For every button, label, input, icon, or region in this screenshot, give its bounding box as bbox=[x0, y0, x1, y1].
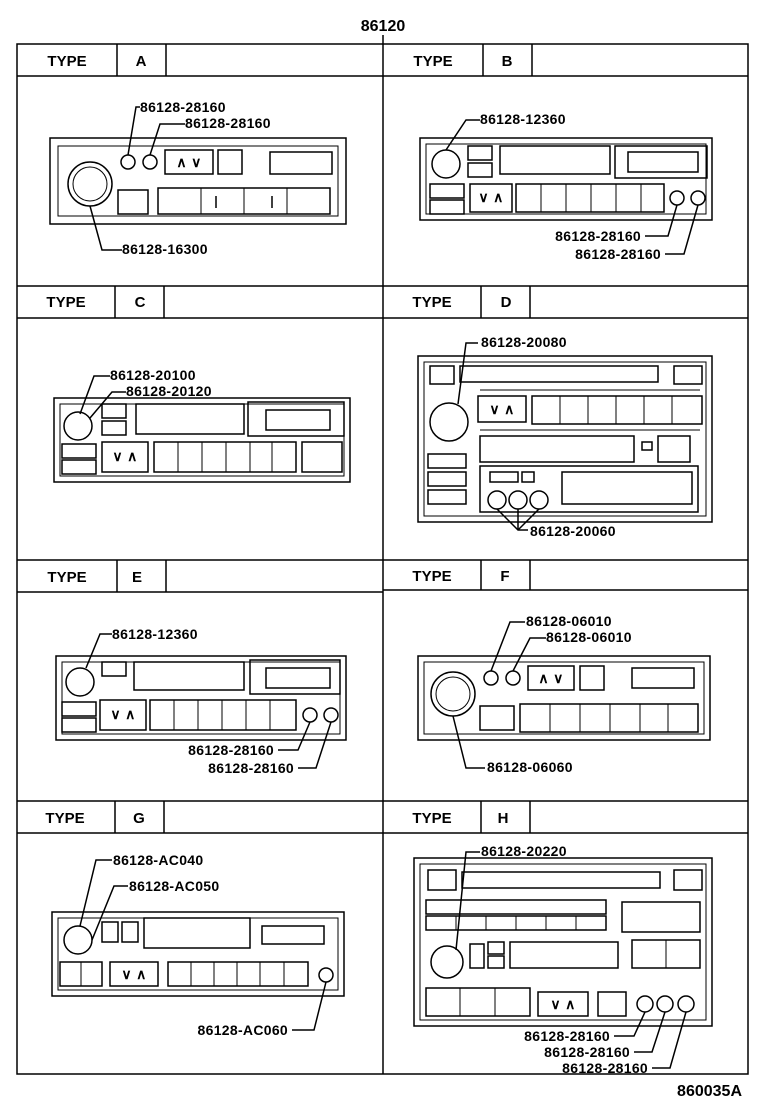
leaders-d bbox=[457, 342, 540, 531]
leaders-f bbox=[452, 621, 546, 769]
part-label: 86128-28160 bbox=[575, 246, 661, 262]
type-label: TYPE bbox=[412, 294, 451, 311]
svg-text:∧ ∨: ∧ ∨ bbox=[538, 670, 563, 686]
radio-unit-e: ∨ ∧ bbox=[55, 655, 347, 741]
type-letter: G bbox=[133, 810, 145, 827]
type-label: TYPE bbox=[45, 810, 84, 827]
type-letter: E bbox=[132, 569, 142, 586]
main-part-number: 86120 bbox=[361, 18, 406, 35]
type-letter: A bbox=[136, 53, 147, 70]
radio-unit-g: ∨ ∧ bbox=[51, 911, 345, 997]
leaders-b bbox=[445, 119, 699, 255]
leaders-h bbox=[455, 851, 687, 1069]
leaders-a bbox=[89, 106, 185, 251]
panel-type-g: TYPE G ∨ ∧ 86128-AC bbox=[17, 801, 383, 1038]
panel-type-c: TYPE C ∨ ∧ 86128-20 bbox=[17, 286, 383, 483]
type-header: TYPE B bbox=[383, 44, 748, 77]
part-label: 86128-AC060 bbox=[198, 1022, 288, 1038]
type-letter: H bbox=[498, 810, 509, 827]
panel-type-h: TYPE H ∨ ∧ bbox=[383, 801, 748, 1076]
part-label: 86128-28160 bbox=[140, 99, 226, 115]
part-label: 86128-20100 bbox=[110, 367, 196, 383]
type-header: TYPE H bbox=[383, 801, 748, 834]
grid-frame bbox=[16, 43, 749, 1075]
type-label: TYPE bbox=[412, 810, 451, 827]
part-label: 86128-AC040 bbox=[113, 852, 203, 868]
svg-text:∨ ∧: ∨ ∧ bbox=[121, 966, 146, 982]
type-label: TYPE bbox=[413, 53, 452, 70]
svg-text:∨ ∧: ∨ ∧ bbox=[478, 189, 503, 205]
radio-unit-b: ∨ ∧ bbox=[419, 137, 713, 221]
type-label: TYPE bbox=[46, 294, 85, 311]
panel-type-e: TYPE E ∨ ∧ 8 bbox=[17, 560, 383, 776]
svg-text:∨ ∧: ∨ ∧ bbox=[489, 401, 514, 417]
part-label: 86128-06010 bbox=[546, 629, 632, 645]
part-label: 86128-06060 bbox=[487, 759, 573, 775]
type-label: TYPE bbox=[47, 569, 86, 586]
type-label: TYPE bbox=[47, 53, 86, 70]
part-label: 86128-28160 bbox=[185, 115, 271, 131]
part-label: 86128-20220 bbox=[481, 843, 567, 859]
svg-text:∨ ∧: ∨ ∧ bbox=[110, 706, 135, 722]
part-label: 86128-28160 bbox=[188, 742, 274, 758]
type-header: TYPE D bbox=[383, 286, 748, 319]
type-letter: C bbox=[135, 294, 146, 311]
part-label: 86128-28160 bbox=[524, 1028, 610, 1044]
panel-type-f: TYPE F ∧ ∨ 86128-06010 bbox=[383, 560, 748, 775]
type-letter: B bbox=[502, 53, 513, 70]
panel-type-a: TYPE A ∧ ∨ 86128-28160 bbox=[17, 44, 383, 257]
part-label: 86128-20060 bbox=[530, 523, 616, 539]
part-label: 86128-12360 bbox=[480, 111, 566, 127]
type-label: TYPE bbox=[412, 568, 451, 585]
type-header: TYPE A bbox=[17, 44, 383, 77]
part-label: 86128-20120 bbox=[126, 383, 212, 399]
type-letter: D bbox=[501, 294, 512, 311]
type-header: TYPE G bbox=[17, 801, 383, 834]
part-label: 86128-16300 bbox=[122, 241, 208, 257]
type-header: TYPE F bbox=[383, 560, 748, 591]
radio-unit-f: ∧ ∨ bbox=[417, 655, 711, 741]
figure-code: 860035A bbox=[677, 1083, 742, 1100]
svg-text:∨ ∧: ∨ ∧ bbox=[112, 448, 137, 464]
leaders-e bbox=[85, 633, 332, 769]
leaders-c bbox=[79, 375, 126, 419]
radio-unit-c: ∨ ∧ bbox=[53, 397, 351, 483]
type-header: TYPE E bbox=[17, 560, 383, 593]
part-label: 86128-AC050 bbox=[129, 878, 219, 894]
part-label: 86128-20080 bbox=[481, 334, 567, 350]
part-label: 86128-28160 bbox=[208, 760, 294, 776]
type-header: TYPE C bbox=[17, 286, 383, 319]
radio-unit-a: ∧ ∨ bbox=[49, 137, 347, 225]
part-label: 86128-28160 bbox=[544, 1044, 630, 1060]
panel-type-d: TYPE D ∨ ∧ bbox=[383, 286, 748, 539]
radio-unit-h: ∨ ∧ bbox=[413, 857, 713, 1027]
type-letter: F bbox=[500, 568, 509, 585]
svg-text:∨ ∧: ∨ ∧ bbox=[550, 996, 575, 1012]
leaders-g bbox=[79, 859, 327, 1031]
radio-unit-d: ∨ ∧ bbox=[417, 355, 713, 523]
part-label: 86128-12360 bbox=[112, 626, 198, 642]
part-label: 86128-06010 bbox=[526, 613, 612, 629]
svg-text:∧ ∨: ∧ ∨ bbox=[176, 154, 201, 170]
panel-type-b: TYPE B ∨ ∧ bbox=[383, 44, 748, 262]
part-label: 86128-28160 bbox=[555, 228, 641, 244]
part-label: 86128-28160 bbox=[562, 1060, 648, 1076]
